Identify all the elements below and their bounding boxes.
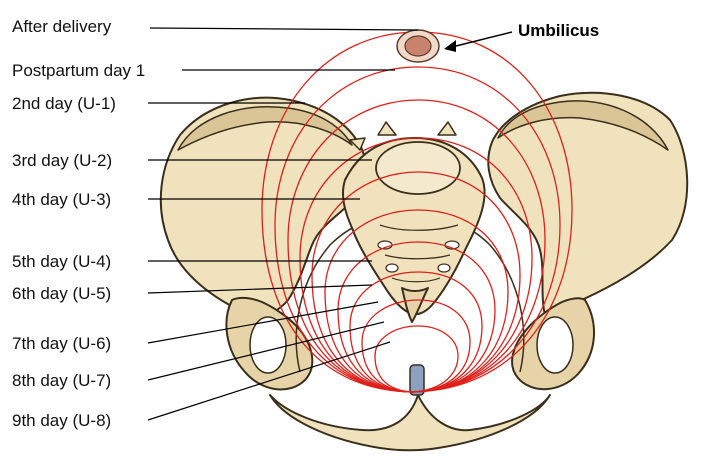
leader-day-8 <box>147 321 385 381</box>
vertebral-processes <box>349 121 457 151</box>
label-day-2: 2nd day (U-1) <box>12 94 116 113</box>
contour-day-9 <box>374 325 459 393</box>
contour-day-7 <box>349 271 483 393</box>
label-day-7: 7th day (U-6) <box>12 334 111 353</box>
label-day-5: 5th day (U-4) <box>12 252 111 271</box>
right-obturator-foramen <box>536 316 574 374</box>
right-ilium <box>487 91 689 316</box>
pubic-symphysis <box>409 364 425 396</box>
left-obturator-foramen <box>249 316 287 374</box>
label-day-6: 6th day (U-5) <box>12 284 111 303</box>
label-day-4: 4th day (U-3) <box>12 190 111 209</box>
label-postpartum-day-1: Postpartum day 1 <box>12 61 145 80</box>
umbilicus-icon <box>396 29 440 63</box>
label-day-3: 3rd day (U-2) <box>12 151 112 170</box>
coccyx <box>401 287 429 323</box>
left-ilium-rim <box>177 106 353 151</box>
label-day-8: 8th day (U-7) <box>12 371 111 390</box>
fundal-height-contours <box>261 31 573 393</box>
contour-day-3 <box>299 137 533 393</box>
leader-lines <box>147 27 419 421</box>
sacral-ridges <box>379 224 459 283</box>
contour-day-4 <box>311 171 521 393</box>
umbilicus-arrow <box>444 31 513 52</box>
right-ilium-rim <box>497 100 669 151</box>
leader-day-9 <box>147 341 391 421</box>
leader-after-delivery <box>149 27 419 31</box>
leader-day-6 <box>147 284 373 294</box>
sacral-promontory <box>375 141 461 195</box>
pubic-ring <box>269 394 551 452</box>
umbilicus-label: Umbilicus <box>518 21 599 40</box>
contour-day-2 <box>287 99 546 393</box>
label-day-9: 9th day (U-8) <box>12 411 111 430</box>
contour-postpartum-day-1 <box>274 66 561 393</box>
stage-labels: After delivery Postpartum day 1 2nd day … <box>12 17 145 430</box>
label-after-delivery: After delivery <box>12 17 112 36</box>
contour-day-6 <box>337 241 496 393</box>
leader-day-7 <box>147 301 379 344</box>
contour-day-8 <box>361 299 471 393</box>
contour-day-5 <box>324 209 509 393</box>
